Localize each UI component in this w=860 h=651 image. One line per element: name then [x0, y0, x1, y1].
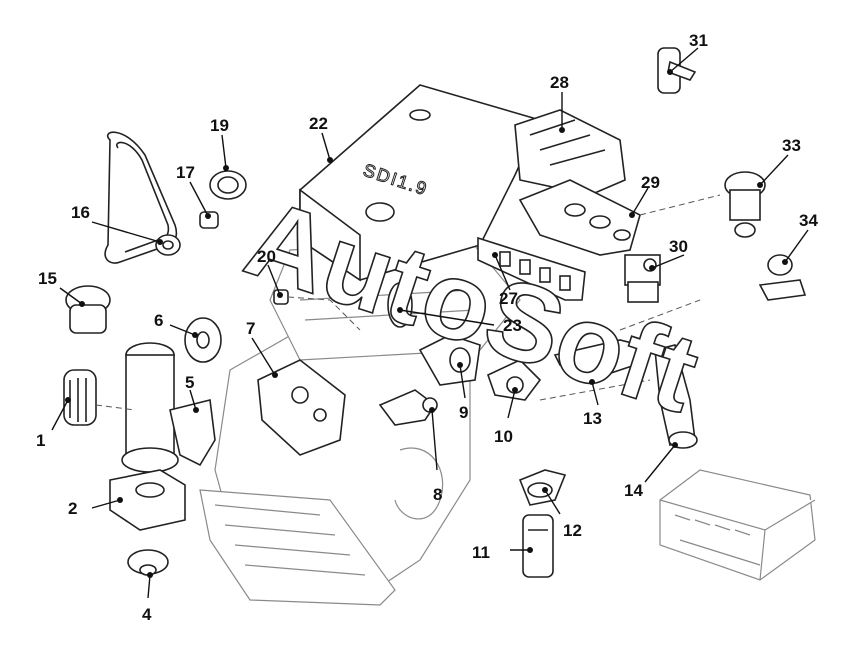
gasket-ring	[387, 282, 413, 328]
pulley-part	[184, 317, 222, 363]
cap-part	[65, 285, 111, 334]
leader-dots	[65, 69, 788, 578]
fuel-filter-element	[63, 369, 97, 426]
callout-16: 16	[71, 203, 90, 222]
callout-20: 20	[257, 247, 276, 266]
callout-9: 9	[459, 403, 468, 422]
callout-8: 8	[433, 485, 442, 504]
manifold-gasket	[477, 236, 586, 301]
mount-bracket	[169, 399, 216, 467]
air-filter-box	[659, 469, 816, 581]
callout-5: 5	[185, 373, 194, 392]
callout-34: 34	[799, 211, 818, 230]
thermostat-housing	[418, 334, 481, 386]
callout-19: 19	[210, 116, 229, 135]
tensioner-roller	[155, 234, 181, 256]
callout-labels: 1 2 4 5 6 7 8 9 10 11 12 13 14 15 16 17 …	[36, 31, 818, 624]
callout-14: 14	[624, 481, 643, 500]
flange-part	[487, 359, 542, 401]
callout-4: 4	[142, 605, 152, 624]
callout-28: 28	[550, 73, 569, 92]
callout-17: 17	[176, 163, 195, 182]
callout-31: 31	[689, 31, 708, 50]
clamp-bracket	[518, 469, 567, 506]
bush-part	[199, 211, 219, 229]
callout-6: 6	[154, 311, 163, 330]
callout-29: 29	[641, 173, 660, 192]
callout-10: 10	[494, 427, 513, 446]
callout-13: 13	[583, 409, 602, 428]
elbow-flange	[758, 254, 807, 301]
assembly-guide-lines	[95, 194, 721, 411]
callout-30: 30	[669, 237, 688, 256]
callout-2: 2	[68, 499, 77, 518]
filter-cartridge	[522, 514, 554, 578]
grommet-part	[209, 170, 247, 200]
callout-23: 23	[503, 316, 522, 335]
intake-manifold	[514, 109, 626, 196]
injection-pump	[257, 359, 346, 456]
engine-cover: SDI1.9	[299, 84, 542, 282]
callout-22: 22	[309, 114, 328, 133]
leader-lines	[51, 47, 809, 599]
callout-11: 11	[472, 543, 490, 562]
egr-valve-upper	[724, 171, 766, 238]
filter-housing	[109, 342, 186, 531]
exhaust-manifold	[518, 179, 641, 256]
support-bracket	[553, 339, 641, 381]
rubber-mount	[127, 549, 169, 576]
callout-33: 33	[782, 136, 801, 155]
callout-12: 12	[563, 521, 582, 540]
callout-1: 1	[36, 431, 45, 450]
callout-7: 7	[246, 319, 255, 338]
callout-15: 15	[38, 269, 57, 288]
callout-27: 27	[499, 289, 518, 308]
